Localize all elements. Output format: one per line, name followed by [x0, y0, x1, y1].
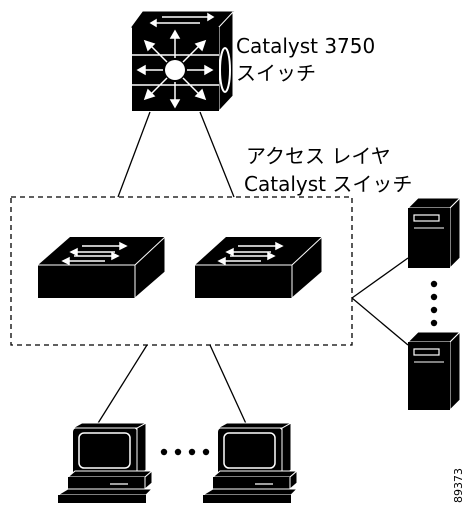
link-core-to-access-left	[117, 111, 151, 198]
multilayer-switch-icon	[131, 10, 235, 113]
link-access-to-server-top	[351, 257, 409, 299]
desktop-computer-icon	[201, 422, 299, 503]
server-ellipsis	[430, 280, 438, 327]
link-core-to-access-right	[199, 111, 235, 198]
core-switch-model-label: Catalyst 3750	[236, 34, 375, 58]
access-layer-label: アクセス レイヤ	[246, 144, 391, 168]
desktop-computer-icon	[56, 422, 154, 503]
access-switch-type-label: Catalyst スイッチ	[244, 172, 412, 196]
access-layer-boundary	[10, 196, 353, 346]
workgroup-switch-icon	[38, 235, 166, 300]
core-switch-type-label: スイッチ	[236, 61, 316, 85]
server-tower-icon	[406, 330, 462, 412]
connection-lines	[94, 111, 409, 429]
link-switch-to-workstation-right	[209, 344, 249, 429]
link-access-to-server-bottom	[351, 297, 409, 346]
figure-id-label: 89373	[452, 468, 465, 503]
workstation-ellipsis	[160, 448, 210, 456]
server-tower-icon	[406, 196, 462, 270]
workgroup-switch-icon	[195, 235, 323, 300]
link-switch-to-workstation-left	[94, 344, 148, 429]
